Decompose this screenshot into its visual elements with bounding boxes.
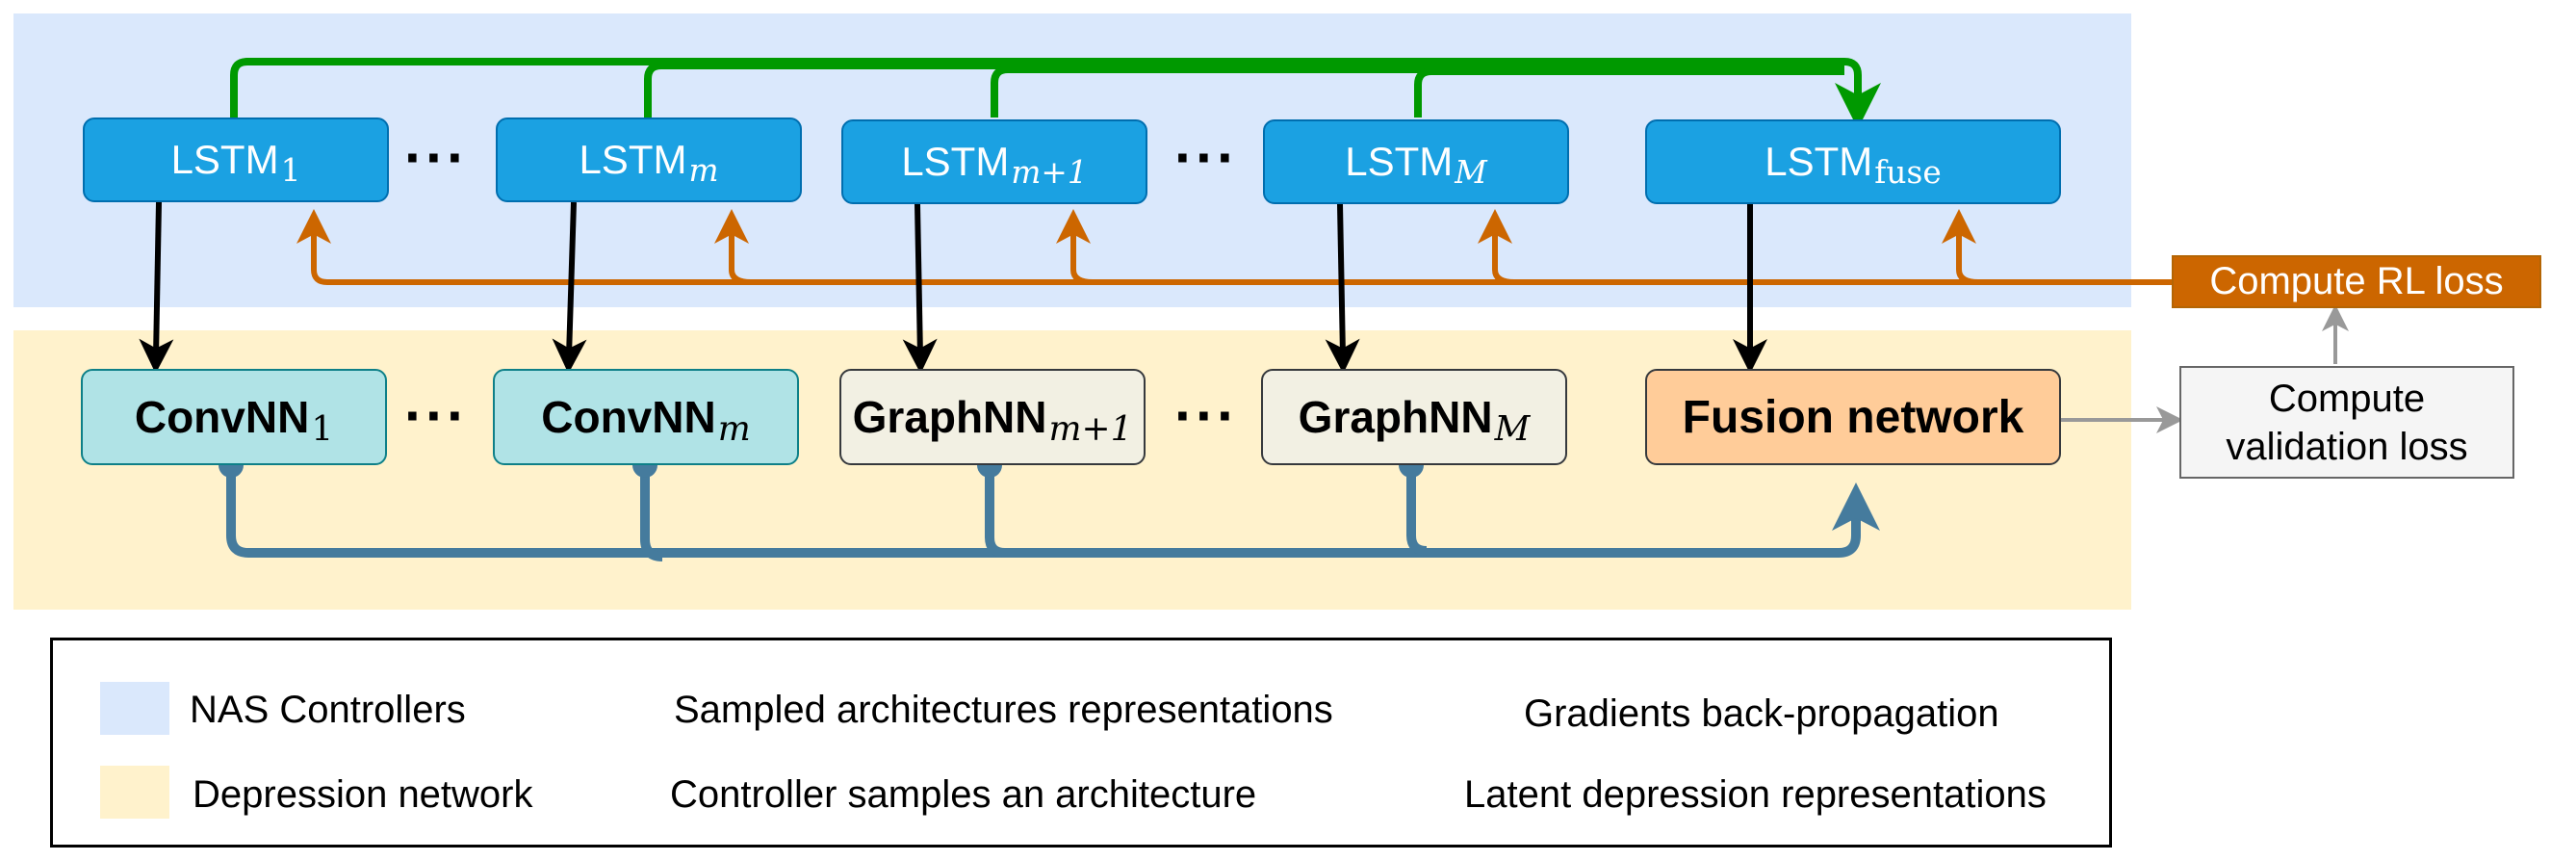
lstm-label: LSTM [1345,139,1454,184]
validation-loss-line-1: Compute [2268,377,2426,420]
latent-source-dots [219,453,1424,478]
legend-nas-label: NAS Controllers [190,689,466,731]
compute-rl-loss-box: Compute RL loss [2172,255,2541,308]
legend-sampled-label: Sampled architectures representations [674,689,1333,731]
graphnn-subscript: M [1494,409,1531,450]
fusion-label: Fusion network [1682,391,2024,443]
legend-depression-swatch [100,766,169,819]
fusion-network: Fusion network [1645,369,2061,465]
lstm-subscript: fuse [1874,154,1942,192]
compute-validation-loss-box: Compute validation loss [2179,366,2514,479]
lstm-label: LSTM [170,137,279,182]
convnn-subscript: 1 [311,409,334,450]
legend-latent-label: Latent depression representations [1464,773,2047,816]
lstm-label: LSTM [579,137,687,182]
legend: NAS Controllers Sampled architectures re… [50,638,2112,848]
legend-nas-swatch [100,682,169,735]
graphnn-subscript: m+1 [1048,409,1133,450]
ellipsis: ··· [1174,383,1238,448]
graphnn-label: GraphNN [1298,392,1493,442]
gradient-backprop-arrows [296,209,2172,285]
convnn-label: ConvNN [541,392,716,442]
lstm-subscript: m+1 [1011,154,1088,192]
latent-representation-arrows [226,465,1880,561]
ellipsis: ··· [1174,125,1238,190]
lstm-label: LSTM [1765,139,1873,184]
ellipsis: ··· [404,383,468,448]
convnn-subscript: m [717,409,751,450]
graphnn-label: GraphNN [852,392,1047,442]
legend-depression-label: Depression network [193,773,533,816]
legend-controller-samples-label: Controller samples an architecture [670,773,1257,816]
legend-gradients-label: Gradients back-propagation [1524,692,1999,735]
lstm-subscript: 1 [280,152,301,190]
rl-loss-label: Compute RL loss [2209,260,2504,302]
lstm-subscript: m [688,152,719,190]
sampled-architectures-arrows [230,58,1881,129]
convnn-label: ConvNN [134,392,310,442]
ellipsis: ··· [404,125,468,190]
loss-arrows [2061,304,2349,433]
validation-loss-line-2: validation loss [2226,425,2468,468]
controller-sample-arrows [139,201,1767,374]
lstm-subscript: M [1455,154,1487,192]
lstm-label: LSTM [901,139,1010,184]
